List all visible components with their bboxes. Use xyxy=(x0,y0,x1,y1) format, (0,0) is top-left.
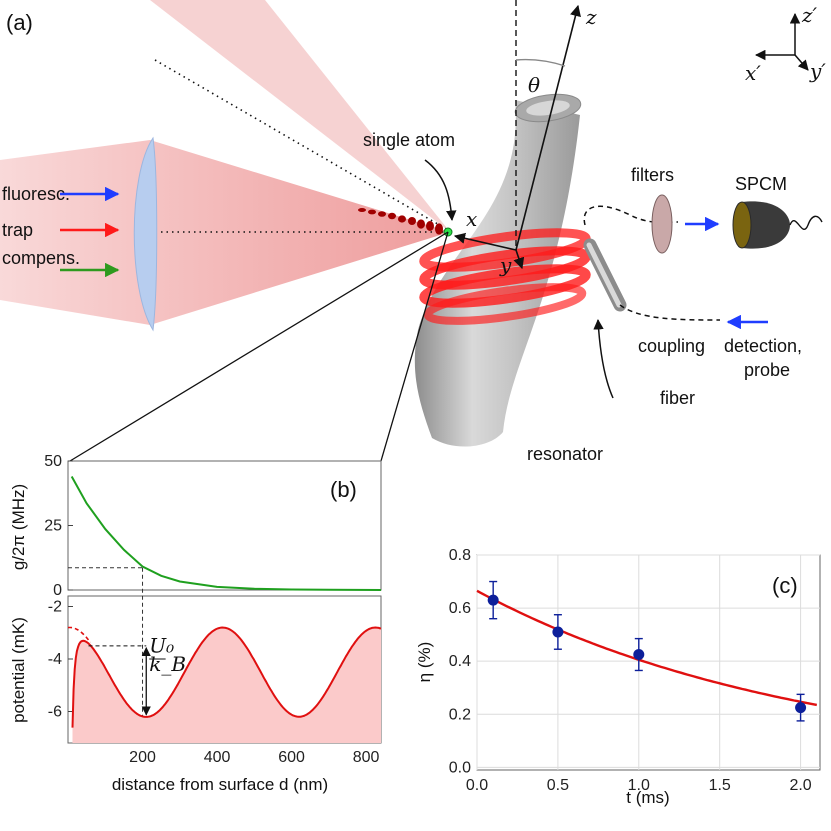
g-curve xyxy=(70,476,382,591)
time-axis-label: t (ms) xyxy=(626,788,669,807)
theta-arc xyxy=(515,58,566,67)
panel-b-label: (b) xyxy=(330,477,357,502)
xp-label: x′ xyxy=(745,61,761,85)
theta-label: θ xyxy=(528,73,540,97)
potential-fill xyxy=(72,627,381,743)
x-axis xyxy=(453,232,517,251)
time-tick-label: 2.0 xyxy=(789,777,811,794)
filters-label: filters xyxy=(631,165,674,185)
eta-tick-label: 0.2 xyxy=(449,706,471,723)
potential-unperturbed-dashed xyxy=(67,626,92,643)
efficiency-plot: 0.0 0.2 0.4 0.6 0.8 0.0 0.5 1.0 1.5 2.0 xyxy=(449,547,820,794)
g-tick-label: 50 xyxy=(44,453,62,470)
upper-trap-beam xyxy=(150,0,450,232)
zoom-line-left xyxy=(69,231,449,462)
lens xyxy=(133,136,158,332)
x-axis-label: x xyxy=(466,207,477,231)
upper-beam-axis xyxy=(154,59,449,231)
coupling-label: coupling xyxy=(638,336,705,356)
eta-axis-label: η (%) xyxy=(415,642,434,683)
compens-label: compens. xyxy=(2,248,80,268)
fiber-path-to-filters xyxy=(583,205,679,226)
data-point xyxy=(487,594,499,606)
panel-c: (c) 0.0 0.2 0.4 0.6 0.8 0.0 0.5 1.0 1.5 2.0 η (%)… xyxy=(415,547,821,807)
potential-tick-label: -2 xyxy=(48,599,62,616)
potential-tick-label: -6 xyxy=(48,704,62,721)
single-atom-label-line1: single atom xyxy=(363,130,455,150)
spcm-detector xyxy=(732,201,823,249)
z-axis xyxy=(515,4,581,251)
y-axis-label: y xyxy=(499,253,512,277)
z-axis-label: z xyxy=(585,5,597,29)
data-point xyxy=(795,702,807,714)
trap-label: trap xyxy=(2,220,33,240)
u0-symbol: U₀ xyxy=(149,633,174,657)
distance-tick-label: 200 xyxy=(129,749,156,766)
probe-label: probe xyxy=(744,360,790,380)
zp-label: z′ xyxy=(801,3,818,27)
potential-curve xyxy=(71,626,382,728)
g-tick-label: 25 xyxy=(44,518,62,535)
eta-tick-label: 0.6 xyxy=(449,600,471,617)
fit-curve xyxy=(476,589,818,707)
panel-a-label: (a) xyxy=(6,10,33,35)
eta-tick-label: 0.0 xyxy=(449,759,471,776)
eta-tick-label: 0.8 xyxy=(449,547,471,564)
panel-c-label: (c) xyxy=(772,573,798,598)
standing-wave-pattern xyxy=(358,208,443,235)
coupling-fiber-pointer xyxy=(593,318,614,399)
lab-frame-axes: z′ x′ y′ xyxy=(745,3,826,85)
yp-label: y′ xyxy=(809,59,826,83)
filter-element xyxy=(651,194,673,254)
whispering-gallery-mode xyxy=(419,228,591,325)
kb-symbol: k_B xyxy=(149,652,186,676)
fiber-label: fiber xyxy=(660,388,695,408)
main-trap-beam xyxy=(0,140,450,325)
time-tick-label: 1.5 xyxy=(709,777,731,794)
resonator-label: resonator xyxy=(527,444,603,464)
distance-axis-label: distance from surface d (nm) xyxy=(112,775,328,794)
fiber-path-from-probe xyxy=(619,304,721,321)
panel-a: (a) fluoresc. trap compens. xyxy=(0,0,826,464)
time-tick-label: 0.0 xyxy=(466,777,488,794)
fluoresc-label: fluoresc. xyxy=(2,184,70,204)
potential-axis-label: potential (mK) xyxy=(9,617,28,723)
g-axis-label: g/2π (MHz) xyxy=(9,484,28,570)
distance-tick-label: 800 xyxy=(353,749,380,766)
eta-tick-label: 0.4 xyxy=(449,653,471,670)
data-point xyxy=(552,626,564,638)
time-tick-label: 0.5 xyxy=(547,777,569,794)
distance-tick-label: 400 xyxy=(204,749,231,766)
y-axis xyxy=(513,249,525,270)
potential-plot: -6 -4 -2 200 400 600 800 U₀k_B xyxy=(48,599,382,766)
coupling-fiber xyxy=(583,238,627,312)
potential-tick-label: -4 xyxy=(48,651,62,668)
data-point xyxy=(633,649,645,661)
zoom-line-right xyxy=(380,231,449,462)
panel-b: (b) 0 25 50 -6 -4 -2 200 400 600 800 U₀k_B g/2π (… xyxy=(9,453,382,794)
g-tick-label: 0 xyxy=(53,582,62,599)
spcm-label: SPCM xyxy=(735,174,787,194)
detection-label: detection, xyxy=(724,336,802,356)
panel-b-top-frame xyxy=(67,460,382,591)
distance-tick-label: 600 xyxy=(278,749,305,766)
single-atom-pointer xyxy=(424,159,457,222)
time-tick-label: 1.0 xyxy=(628,777,650,794)
